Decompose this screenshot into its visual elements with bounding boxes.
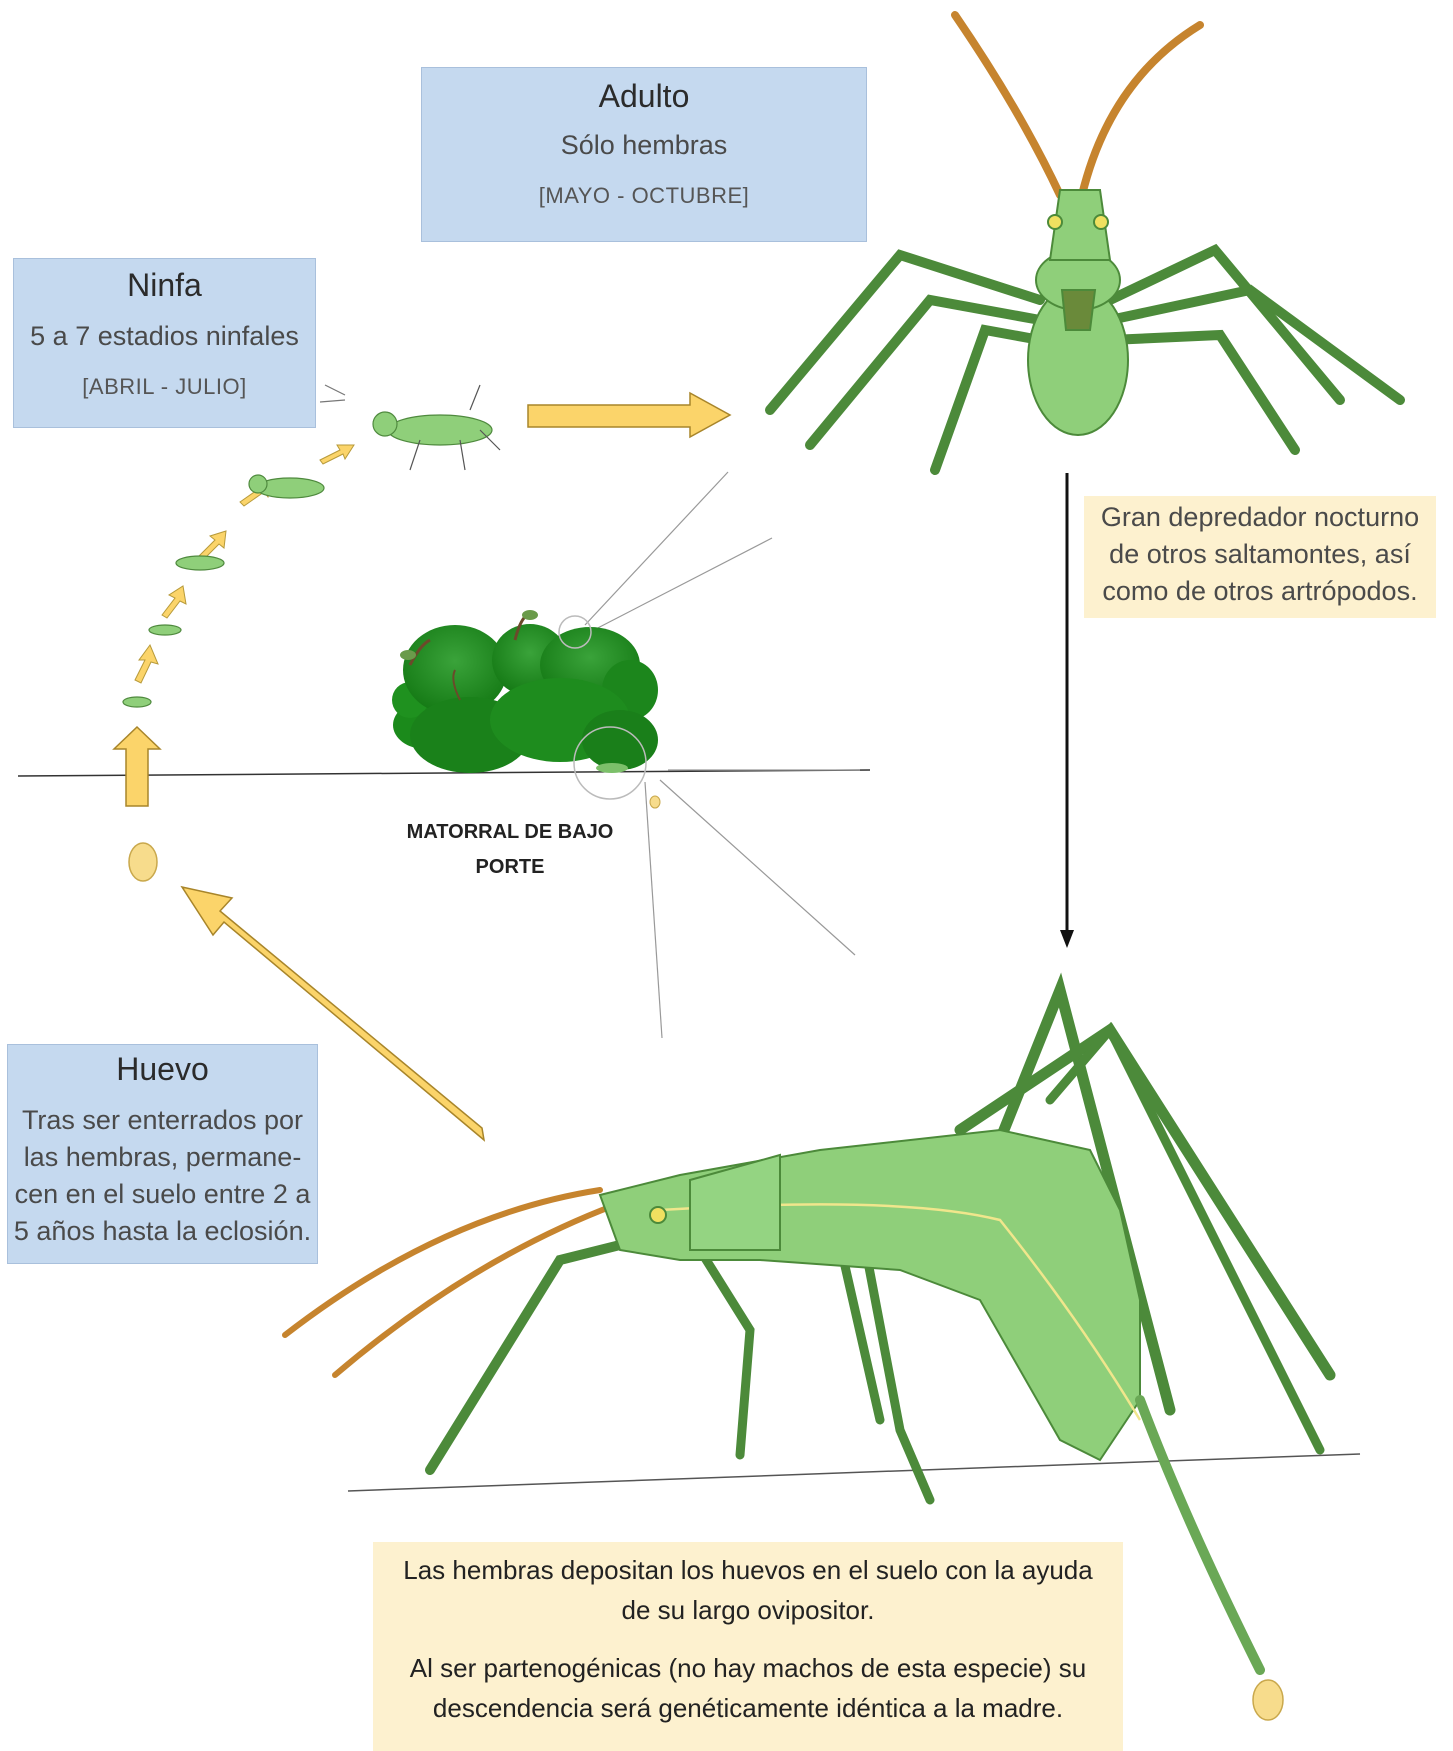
- huevo-title: Huevo: [8, 1051, 317, 1088]
- ninfa-subtitle: 5 a 7 estadios ninfales: [14, 321, 315, 352]
- huevo-box: Huevo Tras ser enterrados por las hembra…: [7, 1044, 318, 1264]
- egg: [129, 843, 157, 881]
- ninfa-dates: [ABRIL - JULIO]: [14, 374, 315, 400]
- predator-line: como de otros artrópodos.: [1084, 573, 1436, 610]
- bush-label-line: PORTE: [380, 850, 640, 885]
- predator-line: de otros saltamontes, así: [1084, 536, 1436, 573]
- arrow-egg-to-ninfa: [114, 727, 160, 806]
- adulto-subtitle: Sólo hembras: [422, 130, 866, 161]
- bottom-note: Las hembras depositan los huevos en el s…: [373, 1542, 1123, 1751]
- adulto-box: Adulto Sólo hembras [MAYO - OCTUBRE]: [421, 67, 867, 242]
- arrow-ninfa-to-adulto: [528, 393, 730, 437]
- ground-line-bottom: [348, 1454, 1360, 1491]
- ninfa-box: Ninfa 5 a 7 estadios ninfales [ABRIL - J…: [13, 258, 316, 428]
- adulto-title: Adulto: [422, 78, 866, 115]
- adulto-dates: [MAYO - OCTUBRE]: [422, 183, 866, 209]
- bush-label-line: MATORRAL DE BAJO: [380, 815, 640, 850]
- huevo-line: las hembras, permane-: [8, 1139, 317, 1176]
- predator-line: Gran depredador nocturno: [1084, 499, 1436, 536]
- predator-note: Gran depredador nocturno de otros saltam…: [1084, 496, 1436, 618]
- huevo-description: Tras ser enterrados por las hembras, per…: [8, 1102, 317, 1250]
- bottom-note-line: de su largo ovipositor.: [373, 1590, 1123, 1630]
- bottom-note-line: Al ser partenogénicas (no hay machos de …: [373, 1648, 1123, 1688]
- huevo-line: 5 años hasta la eclosión.: [8, 1213, 317, 1250]
- huevo-line: cen en el suelo entre 2 a: [8, 1176, 317, 1213]
- bottom-note-line: Las hembras depositan los huevos en el s…: [373, 1550, 1123, 1590]
- egg-laid: [1253, 1680, 1283, 1720]
- ninfa-title: Ninfa: [14, 267, 315, 304]
- bush-illustration: [392, 610, 660, 808]
- bush-label: MATORRAL DE BAJO PORTE: [380, 815, 640, 885]
- nymph-growth-arrows: [135, 445, 354, 683]
- huevo-line: Tras ser enterrados por: [8, 1102, 317, 1139]
- bottom-note-line: descendencia será genéticamente idéntica…: [373, 1688, 1123, 1728]
